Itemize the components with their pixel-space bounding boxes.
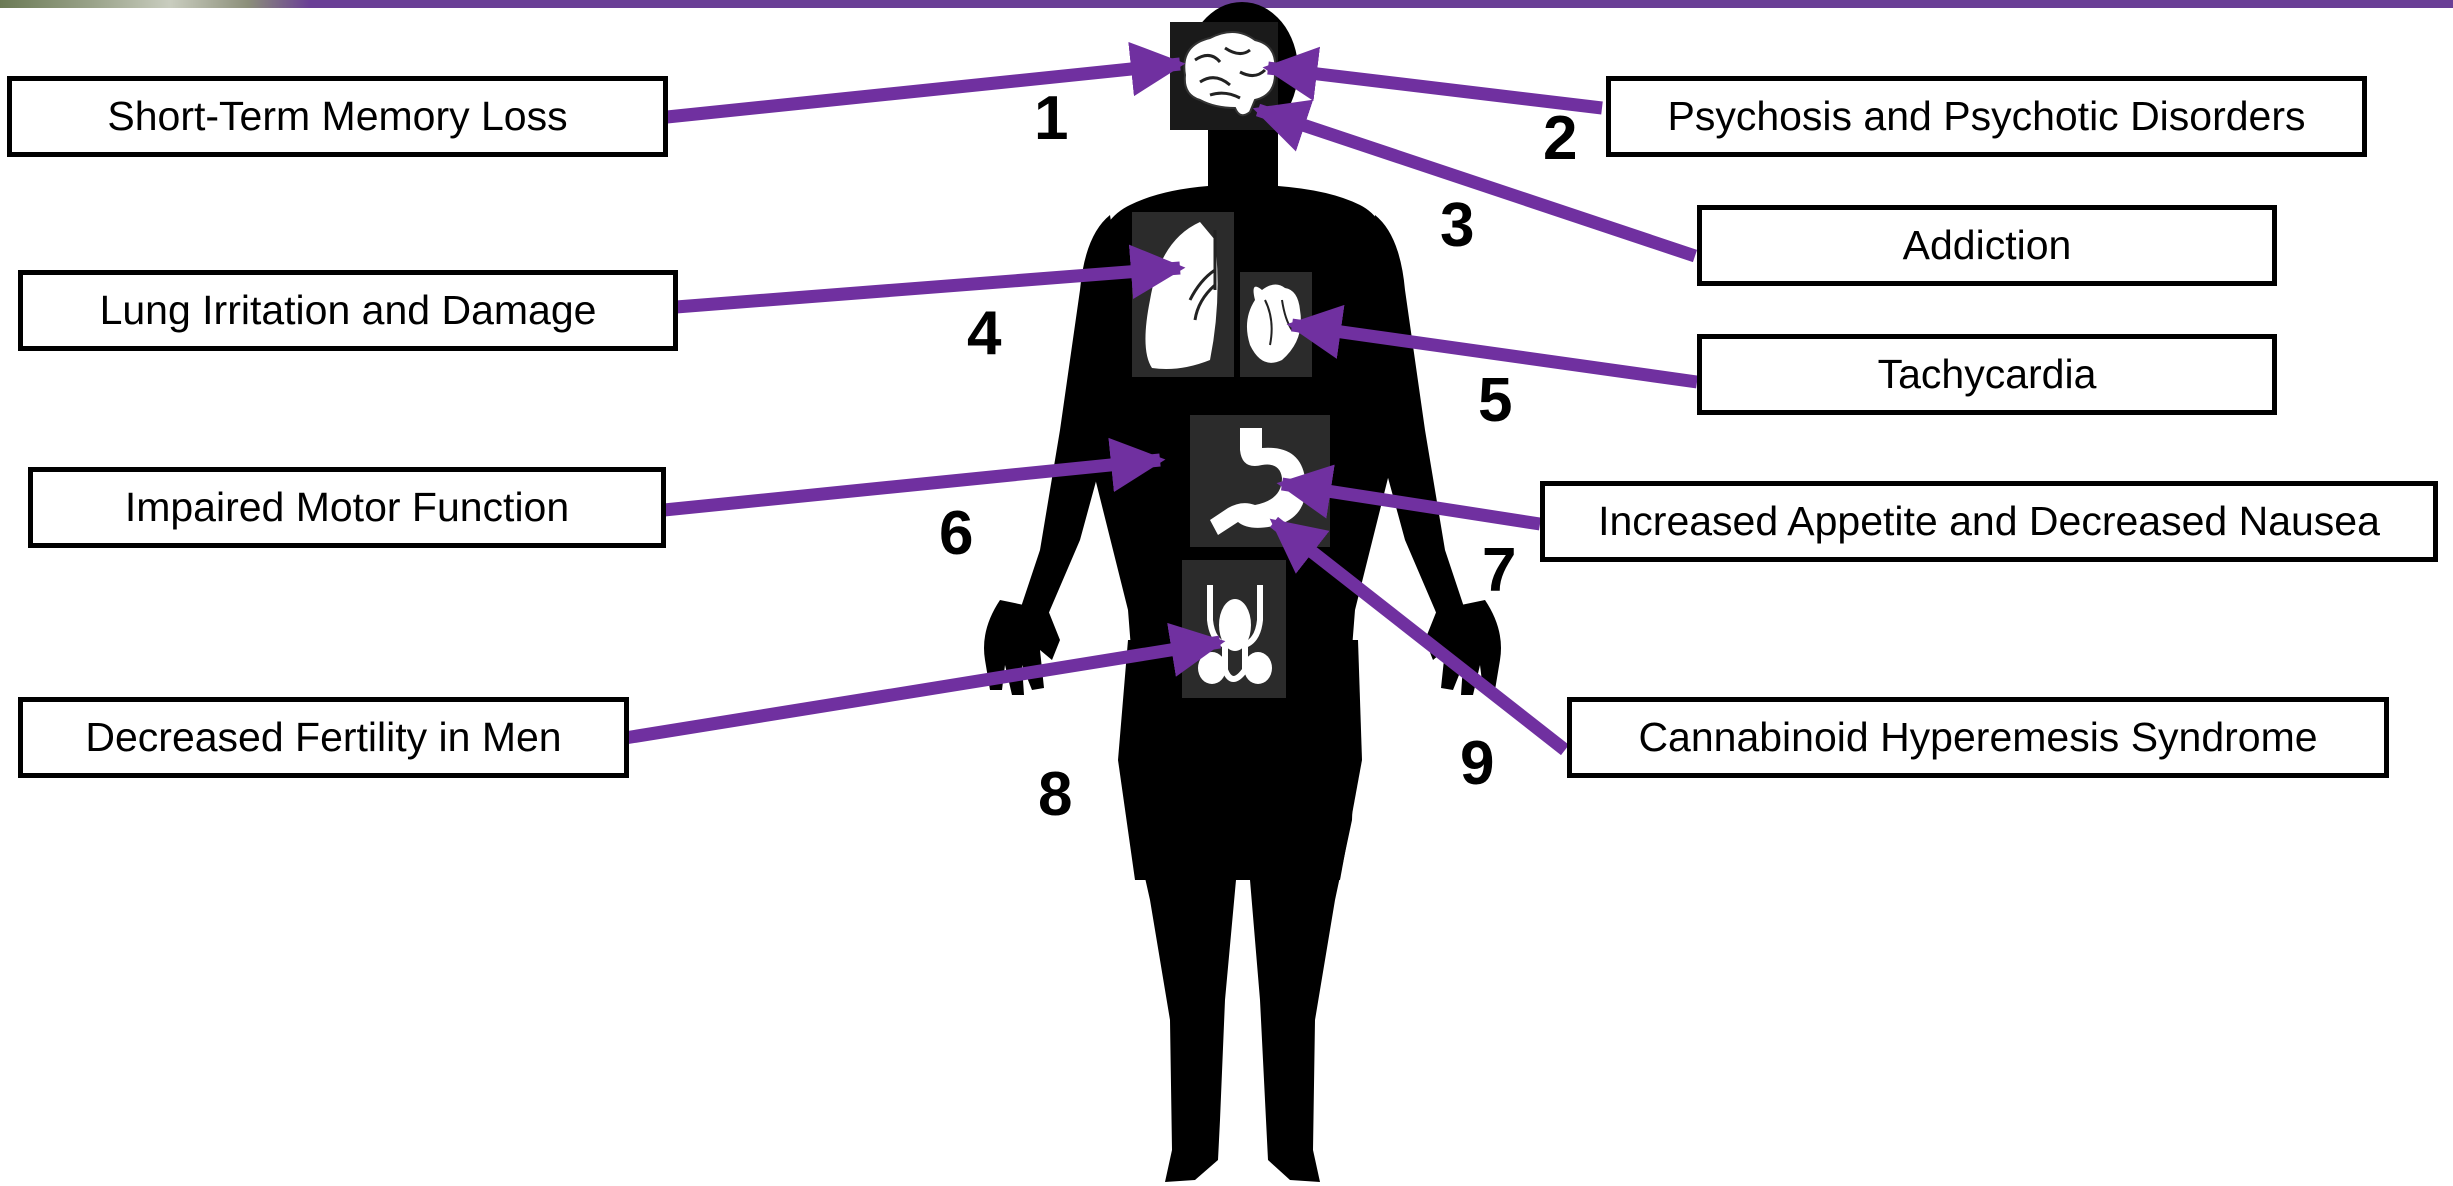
label-impaired-motor: Impaired Motor Function	[28, 467, 666, 548]
number-2: 2	[1543, 108, 1577, 170]
number-9: 9	[1460, 733, 1494, 795]
lungs-icon	[1132, 212, 1234, 377]
label-lung-irritation: Lung Irritation and Damage	[18, 270, 678, 351]
arrow-1	[667, 64, 1180, 117]
label-psychosis: Psychosis and Psychotic Disorders	[1606, 76, 2367, 157]
number-4: 4	[967, 303, 1001, 365]
arrow-2	[1268, 68, 1602, 108]
number-5: 5	[1478, 370, 1512, 432]
number-1: 1	[1034, 88, 1068, 150]
label-short-term-memory-loss: Short-Term Memory Loss	[7, 76, 668, 157]
label-addiction: Addiction	[1697, 205, 2277, 286]
stomach-icon	[1190, 415, 1330, 547]
number-3: 3	[1440, 195, 1474, 257]
label-tachycardia: Tachycardia	[1697, 334, 2277, 415]
male-reproductive-icon	[1182, 560, 1286, 698]
number-7: 7	[1482, 540, 1516, 602]
label-appetite-nausea: Increased Appetite and Decreased Nausea	[1540, 481, 2438, 562]
label-fertility: Decreased Fertility in Men	[18, 697, 629, 778]
label-hyperemesis: Cannabinoid Hyperemesis Syndrome	[1567, 697, 2389, 778]
number-6: 6	[939, 503, 973, 565]
number-8: 8	[1038, 764, 1072, 826]
